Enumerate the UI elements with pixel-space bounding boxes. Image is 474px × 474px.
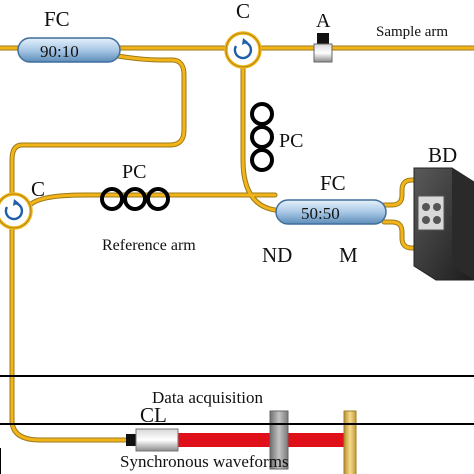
circulator-left-label: C xyxy=(31,177,45,201)
mirror-label: M xyxy=(339,243,358,267)
pc-vertical-label: PC xyxy=(279,130,303,152)
polarization-controller-vertical xyxy=(250,102,274,172)
fc-right-label: FC xyxy=(320,171,346,195)
reference-mirror: M xyxy=(339,243,358,474)
circulator-left-arrow-icon xyxy=(4,201,24,221)
collimating-lens: CL xyxy=(126,403,179,452)
reference-arm-label: Reference arm xyxy=(102,237,196,254)
attenuator-a: A xyxy=(313,10,333,63)
balanced-detector: BD xyxy=(413,143,474,281)
signal-wires xyxy=(0,375,474,474)
circulator-left: C xyxy=(0,177,45,230)
fc-top-label: FC xyxy=(44,7,70,31)
fc-top-ratio-label: 90:10 xyxy=(40,42,79,61)
bd-label: BD xyxy=(428,143,457,167)
pc-horizontal-label: PC xyxy=(122,161,146,183)
fiber-coupler-50-50: FC 50:50 xyxy=(275,171,387,225)
attenuator-label: A xyxy=(316,10,331,32)
circulator-top-label: C xyxy=(236,0,250,23)
fc-right-ratio-label: 50:50 xyxy=(301,204,340,223)
fiber-coupler-90-10: FC 90:10 xyxy=(17,7,121,63)
nd-label: ND xyxy=(262,243,292,267)
sample-arm-label: Sample arm xyxy=(376,24,448,40)
nd-filter: ND xyxy=(262,243,292,470)
polarization-controller-horizontal xyxy=(100,187,170,211)
reference-beam xyxy=(176,433,344,447)
synchronous-waveforms-label: Synchronous waveforms xyxy=(120,452,289,471)
circulator-top: C xyxy=(224,0,262,69)
circulator-top-arrow-icon xyxy=(233,40,253,60)
fiber-paths xyxy=(0,45,474,443)
data-acquisition-label: Data acquisition xyxy=(152,388,263,407)
